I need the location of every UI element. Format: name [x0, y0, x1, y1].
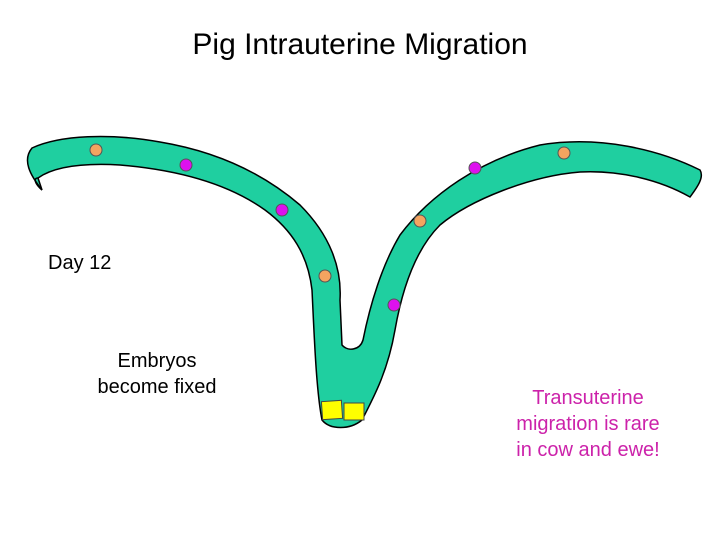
note-line-2: migration is rare	[516, 413, 660, 435]
fixed-embryo	[320, 399, 344, 421]
embryo-orange	[89, 143, 103, 157]
fixed-label-line-2: become fixed	[97, 376, 217, 398]
uterus-tip	[34, 177, 43, 191]
embryo-magenta	[275, 203, 289, 217]
embryo-magenta	[179, 158, 193, 172]
note-line-3: in cow and ewe!	[516, 439, 660, 461]
fixed-label-line-1: Embryos	[117, 350, 197, 372]
note-line-1: Transuterine	[532, 387, 644, 409]
embryos-fixed-label: Embryos become fixed	[72, 348, 242, 400]
embryo-orange	[413, 214, 427, 228]
uterus-shape	[26, 135, 702, 429]
page-title: Pig Intrauterine Migration	[192, 28, 528, 61]
embryo-magenta	[468, 161, 482, 175]
day-label: Day 12	[48, 252, 112, 274]
embryo-orange	[318, 269, 332, 283]
transuterine-note: Transuterine migration is rare in cow an…	[478, 385, 698, 463]
fixed-embryo	[343, 402, 365, 421]
embryo-magenta	[387, 298, 401, 312]
embryo-orange	[557, 146, 571, 160]
